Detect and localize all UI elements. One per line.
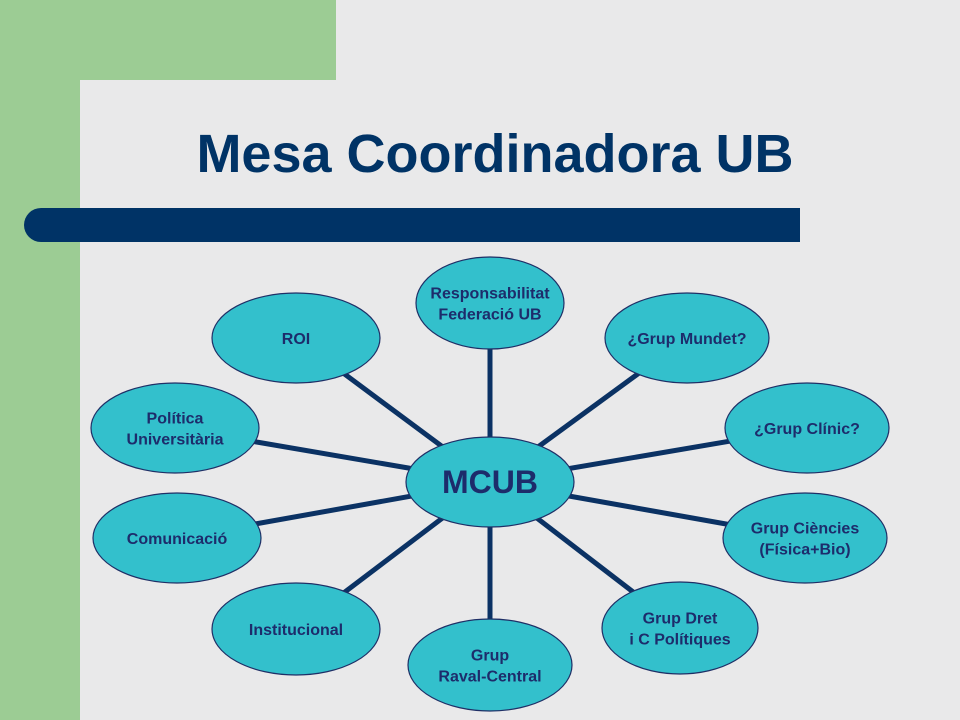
node-institucional: Institucional [211, 582, 381, 676]
node-label: ¿Grup Mundet? [627, 331, 746, 348]
node-label: Política [147, 411, 204, 428]
node-ellipse [407, 618, 573, 712]
node-clinic: ¿Grup Clínic? [724, 382, 890, 474]
node-label: i C Polítiques [629, 632, 730, 649]
title-underline-bar [24, 208, 800, 242]
node-comunicacio: Comunicació [92, 492, 262, 584]
node-ellipse [92, 492, 262, 584]
node-ellipse [601, 581, 759, 675]
node-ciencies: Grup Ciències (Física+Bio) [722, 492, 888, 584]
node-label: Comunicació [127, 531, 228, 548]
node-label: Grup [471, 648, 509, 665]
node-ellipse [724, 382, 890, 474]
node-label: ¿Grup Clínic? [754, 421, 860, 438]
node-ellipse [211, 292, 381, 384]
node-ellipse [604, 292, 770, 384]
node-label: Grup Ciències [751, 521, 860, 538]
node-ellipse [722, 492, 888, 584]
center-ellipse [405, 436, 575, 528]
node-dret: Grup Dret i C Polítiques [601, 581, 759, 675]
center-label: MCUB [442, 464, 538, 500]
node-label: Grup Dret [643, 611, 718, 628]
slide-title: Mesa Coordinadora UB [196, 124, 794, 184]
diagram-center: MCUB [405, 436, 575, 528]
top-green-block [0, 0, 336, 80]
left-green-band [0, 0, 80, 720]
node-ellipse [211, 582, 381, 676]
node-ellipse [415, 256, 565, 350]
node-label: (Física+Bio) [759, 542, 850, 559]
node-roi: ROI [211, 292, 381, 384]
node-ellipse [90, 382, 260, 474]
node-label: ROI [282, 331, 310, 348]
node-label: Institucional [249, 622, 343, 639]
node-label: Raval-Central [438, 669, 541, 686]
node-label: Responsabilitat [430, 286, 550, 303]
node-label: Universitària [127, 432, 224, 449]
node-mundet: ¿Grup Mundet? [604, 292, 770, 384]
node-label: Federació UB [438, 307, 541, 324]
